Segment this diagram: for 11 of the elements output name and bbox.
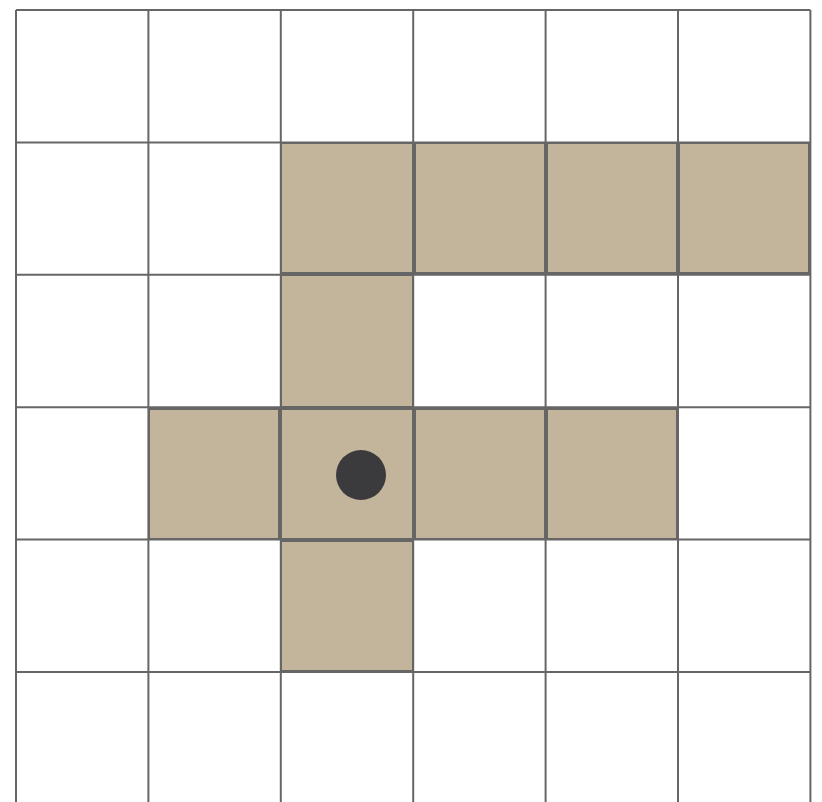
shaded-cell (280, 274, 414, 408)
shaded-cell (280, 539, 414, 672)
dot (336, 449, 387, 500)
shaded-cell (678, 142, 811, 275)
shaded-cell (413, 407, 546, 540)
shaded-cell (280, 407, 414, 540)
shaded-cell (545, 142, 678, 275)
shaded-cell (413, 142, 546, 275)
shaded-cell (545, 407, 678, 540)
shaded-cell (148, 407, 281, 540)
shaded-cell (280, 142, 414, 275)
